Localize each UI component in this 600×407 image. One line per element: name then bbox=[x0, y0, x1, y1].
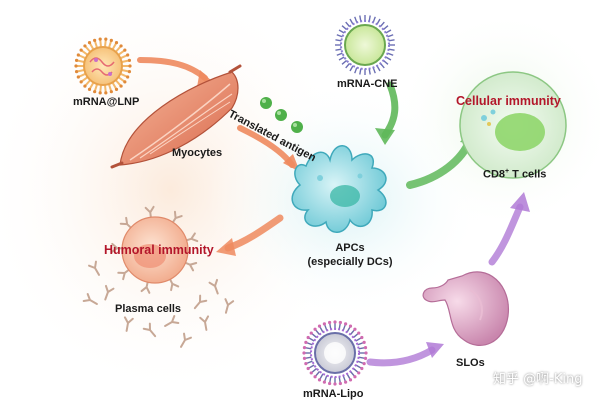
myocytes-muscle-icon bbox=[110, 64, 242, 169]
mrna-lipo-label: mRNA-Lipo bbox=[303, 388, 364, 400]
apcs-label: APCs bbox=[335, 242, 365, 254]
mrna-cne-label: mRNA-CNE bbox=[337, 78, 398, 90]
arrowhead-apc-to-plasma bbox=[216, 238, 236, 256]
slos-label: SLOs bbox=[456, 357, 485, 369]
antigen-spheres-icon bbox=[260, 97, 303, 133]
mrna-lipo-particle-icon bbox=[302, 320, 368, 386]
arrowhead-slo-to-tcells bbox=[510, 192, 530, 212]
arrowhead-lipo-to-slo bbox=[426, 342, 444, 358]
arrowhead-cne-to-apc bbox=[375, 128, 395, 145]
antibodies-icon bbox=[82, 260, 235, 348]
cd8-t-cell-icon bbox=[459, 71, 567, 179]
plasma-cell-icon bbox=[110, 205, 199, 294]
cd8-t-cells-label: CD8+ T cells bbox=[483, 168, 547, 181]
mrna-cne-particle-icon bbox=[335, 15, 395, 75]
mrna-lnp-label: mRNA@LNP bbox=[73, 96, 140, 108]
slo-lymph-node-icon bbox=[422, 271, 509, 346]
arrow-slo-to-tcells bbox=[488, 203, 524, 266]
apc-dendritic-cell-icon bbox=[291, 145, 387, 233]
arrow-lipo-to-slo bbox=[366, 346, 436, 367]
humoral-immunity-label: Humoral immunity bbox=[104, 243, 214, 257]
apcs-subtitle-label: (especially DCs) bbox=[307, 256, 393, 268]
cellular-immunity-label: Cellular immunity bbox=[456, 94, 561, 108]
mrna-lnp-particle-icon bbox=[74, 37, 132, 95]
myocytes-label: Myocytes bbox=[172, 147, 223, 159]
watermark: 知乎 @啊-King bbox=[493, 372, 583, 387]
plasma-cells-label: Plasma cells bbox=[115, 303, 182, 315]
